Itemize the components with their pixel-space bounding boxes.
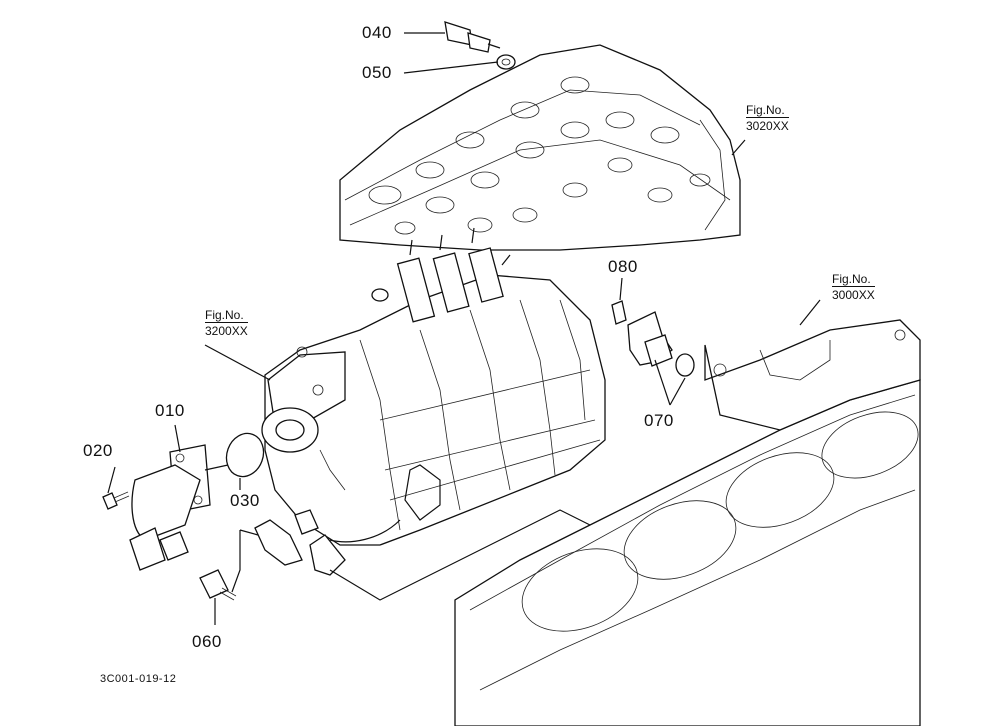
fig-ref-number: 3000XX [832, 286, 875, 302]
leader-lines [107, 32, 821, 625]
fig-ref-3020xx: Fig.No. 3020XX [746, 103, 789, 133]
sensor-070-drawing [611, 300, 695, 377]
injection-pump-drawing [254, 227, 606, 576]
document-id: 3C001-019-12 [100, 673, 177, 685]
part-070-label: 070 [644, 411, 674, 430]
part-080-label: 080 [608, 257, 638, 276]
sensor-040-drawing [444, 21, 516, 70]
fig-ref-number: 3020XX [746, 117, 789, 133]
fig-ref-prefix: Fig.No. [832, 272, 871, 286]
part-040-label: 040 [362, 23, 392, 42]
cylinder-block-drawing [454, 319, 921, 726]
sensor-060-drawing [199, 569, 237, 601]
fig-ref-3200xx: Fig.No. 3200XX [205, 308, 248, 338]
cylinder-head-drawing [339, 44, 741, 251]
fig-ref-3000xx: Fig.No. 3000XX [832, 272, 875, 302]
fig-ref-prefix: Fig.No. [746, 103, 785, 117]
part-050-label: 050 [362, 63, 392, 82]
part-030-label: 030 [230, 491, 260, 510]
part-010-label: 010 [155, 401, 185, 420]
stop-solenoid-drawing [129, 444, 229, 571]
fig-ref-number: 3200XX [205, 322, 248, 338]
part-020-label: 020 [83, 441, 113, 460]
fig-ref-prefix: Fig.No. [205, 308, 244, 322]
o-ring-030-drawing [225, 432, 265, 478]
bolt-020-drawing [102, 491, 130, 510]
part-060-label: 060 [192, 632, 222, 651]
